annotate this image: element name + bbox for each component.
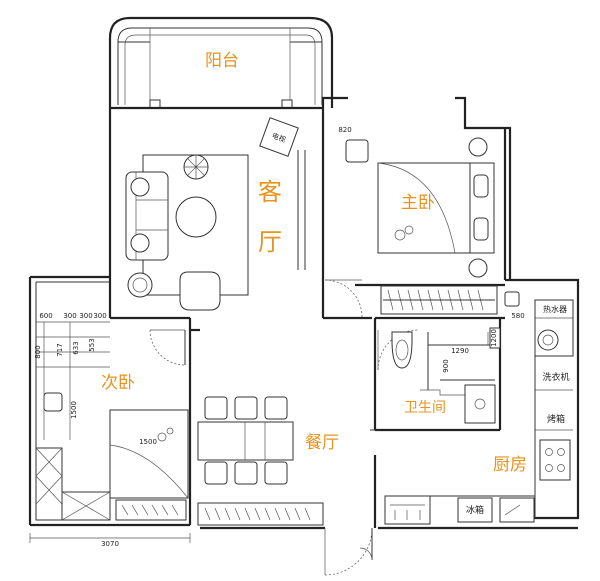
balcony-label: 阳台 — [205, 51, 239, 71]
fridge — [457, 497, 493, 523]
washing-machine-label: 洗衣机 — [542, 371, 569, 383]
dim-300a: 300 — [63, 312, 76, 320]
bathroom-fixtures — [391, 327, 501, 424]
balcony-door-right — [281, 99, 293, 109]
desk-chair — [345, 139, 369, 163]
armchair — [179, 271, 221, 311]
bedside-cabinet — [115, 499, 187, 521]
water-heater-label: 热水器 — [543, 304, 567, 314]
dim-300c: 300 — [93, 312, 106, 320]
dim-1500: 1500 — [139, 438, 157, 446]
sink-cabinet — [464, 384, 496, 424]
toilet — [391, 331, 413, 369]
master-bedroom-label: 主卧 — [401, 193, 435, 213]
stove — [539, 439, 571, 481]
living-furniture: 电视 — [125, 117, 299, 311]
side-table — [127, 272, 153, 298]
nightstand-lamp-top — [468, 137, 488, 157]
dining-room-label: 餐厅 — [305, 433, 339, 453]
dim-300b: 300 — [79, 312, 92, 320]
second-bedroom-furniture — [35, 321, 189, 521]
sideboard — [197, 502, 324, 526]
living-room-label-2: 厅 — [258, 228, 282, 256]
towel-rack — [489, 327, 501, 349]
dim-900: 900 — [442, 359, 450, 372]
outer-walls — [28, 96, 580, 530]
fridge-label: 冰箱 — [466, 504, 484, 516]
kitchen-sink — [384, 495, 431, 525]
water-heater — [537, 329, 559, 351]
dim-717: 717 — [56, 343, 64, 356]
dim-1290: 1290 — [451, 347, 469, 355]
dim-800: 800 — [34, 345, 42, 358]
dim-580: 580 — [511, 312, 524, 320]
nightstand-lamp-bottom — [468, 258, 488, 278]
dim-553: 553 — [88, 338, 96, 351]
oven-label: 烤箱 — [547, 413, 565, 425]
dining-furniture — [197, 396, 324, 526]
dim-1500-vertical: 1500 — [70, 401, 78, 419]
second-bedroom-label: 次卧 — [101, 373, 135, 393]
master-bedroom-furniture — [345, 137, 498, 315]
kitchen-fixtures — [384, 291, 574, 525]
dim-820: 820 — [338, 126, 351, 134]
balcony-door-left — [149, 99, 161, 109]
kitchen-label: 厨房 — [493, 455, 527, 475]
study-chair — [43, 392, 63, 412]
tv-cabinet — [259, 117, 299, 157]
living-room-label-1: 客 — [258, 178, 282, 206]
dim-3070: 3070 — [101, 540, 119, 548]
dim-633: 633 — [72, 341, 80, 354]
dim-600: 600 — [39, 312, 52, 320]
balcony-area — [108, 16, 334, 109]
counter-cabinet — [499, 497, 535, 523]
doors — [149, 279, 419, 576]
wardrobe-small — [35, 447, 63, 521]
coffee-table — [175, 196, 217, 238]
dining-table — [197, 421, 294, 461]
bathroom-label: 卫生间 — [404, 400, 446, 416]
dim-1200: 1200 — [490, 329, 498, 347]
